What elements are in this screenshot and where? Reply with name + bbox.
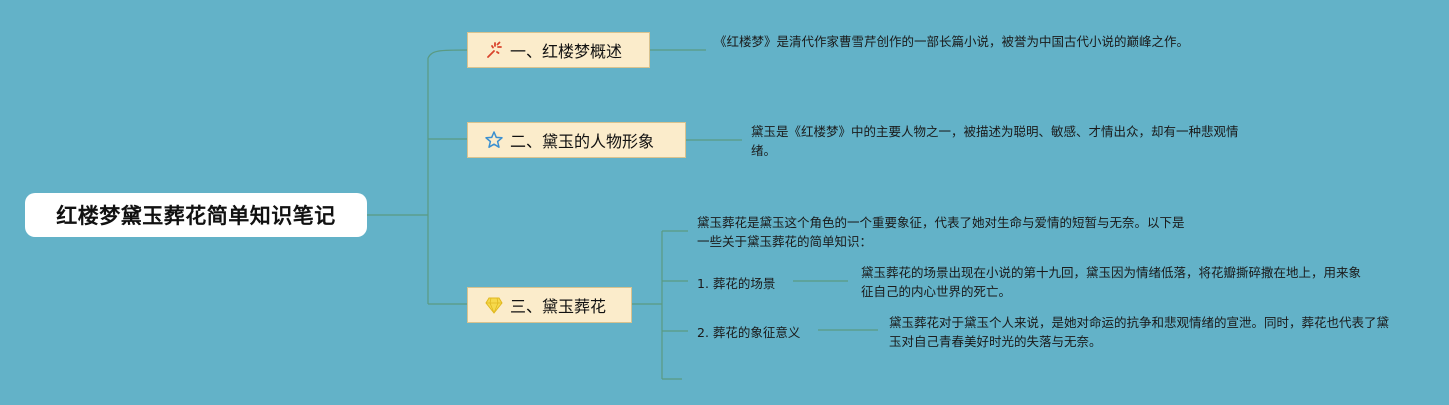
topic-burying-intro: 黛玉葬花是黛玉这个角色的一个重要象征，代表了她对生命与爱情的短暂与无奈。以下是一… [697,215,1185,249]
sub-symbolism-note: 黛玉葬花对于黛玉个人来说，是她对命运的抗争和悲观情绪的宣泄。同时，葬花也代表了黛… [889,315,1390,349]
topic-label: 二、黛玉的人物形象 [510,132,655,151]
topic-overview[interactable]: 一、红楼梦概述 [467,32,650,68]
topic-label: 一、红楼梦概述 [510,42,623,61]
sub-scene-note: 黛玉葬花的场景出现在小说的第十九回，黛玉因为情绪低落，将花瓣撕碎撒在地上，用来象… [861,265,1362,299]
root-title[interactable]: 红楼梦黛玉葬花简单知识笔记 [25,193,367,237]
star-icon [484,130,504,150]
gem-icon [484,295,504,315]
topic-character-note: 黛玉是《红楼梦》中的主要人物之一，被描述为聪明、敏感、才情出众，却有一种悲观情绪… [751,124,1239,158]
branch-1 [427,49,469,59]
topic-burying-flowers[interactable]: 三、黛玉葬花 [467,287,632,323]
sub-symbolism[interactable]: 2. 葬花的象征意义 [697,325,801,340]
topic-character[interactable]: 二、黛玉的人物形象 [467,122,686,158]
sparkle-icon [484,40,504,60]
topic-overview-note: 《红楼梦》是清代作家曹雪芹创作的一部长篇小说，被誉为中国古代小说的巅峰之作。 [714,34,1190,49]
topic-label: 三、黛玉葬花 [510,297,607,316]
sub-scene[interactable]: 1. 葬花的场景 [697,276,776,291]
